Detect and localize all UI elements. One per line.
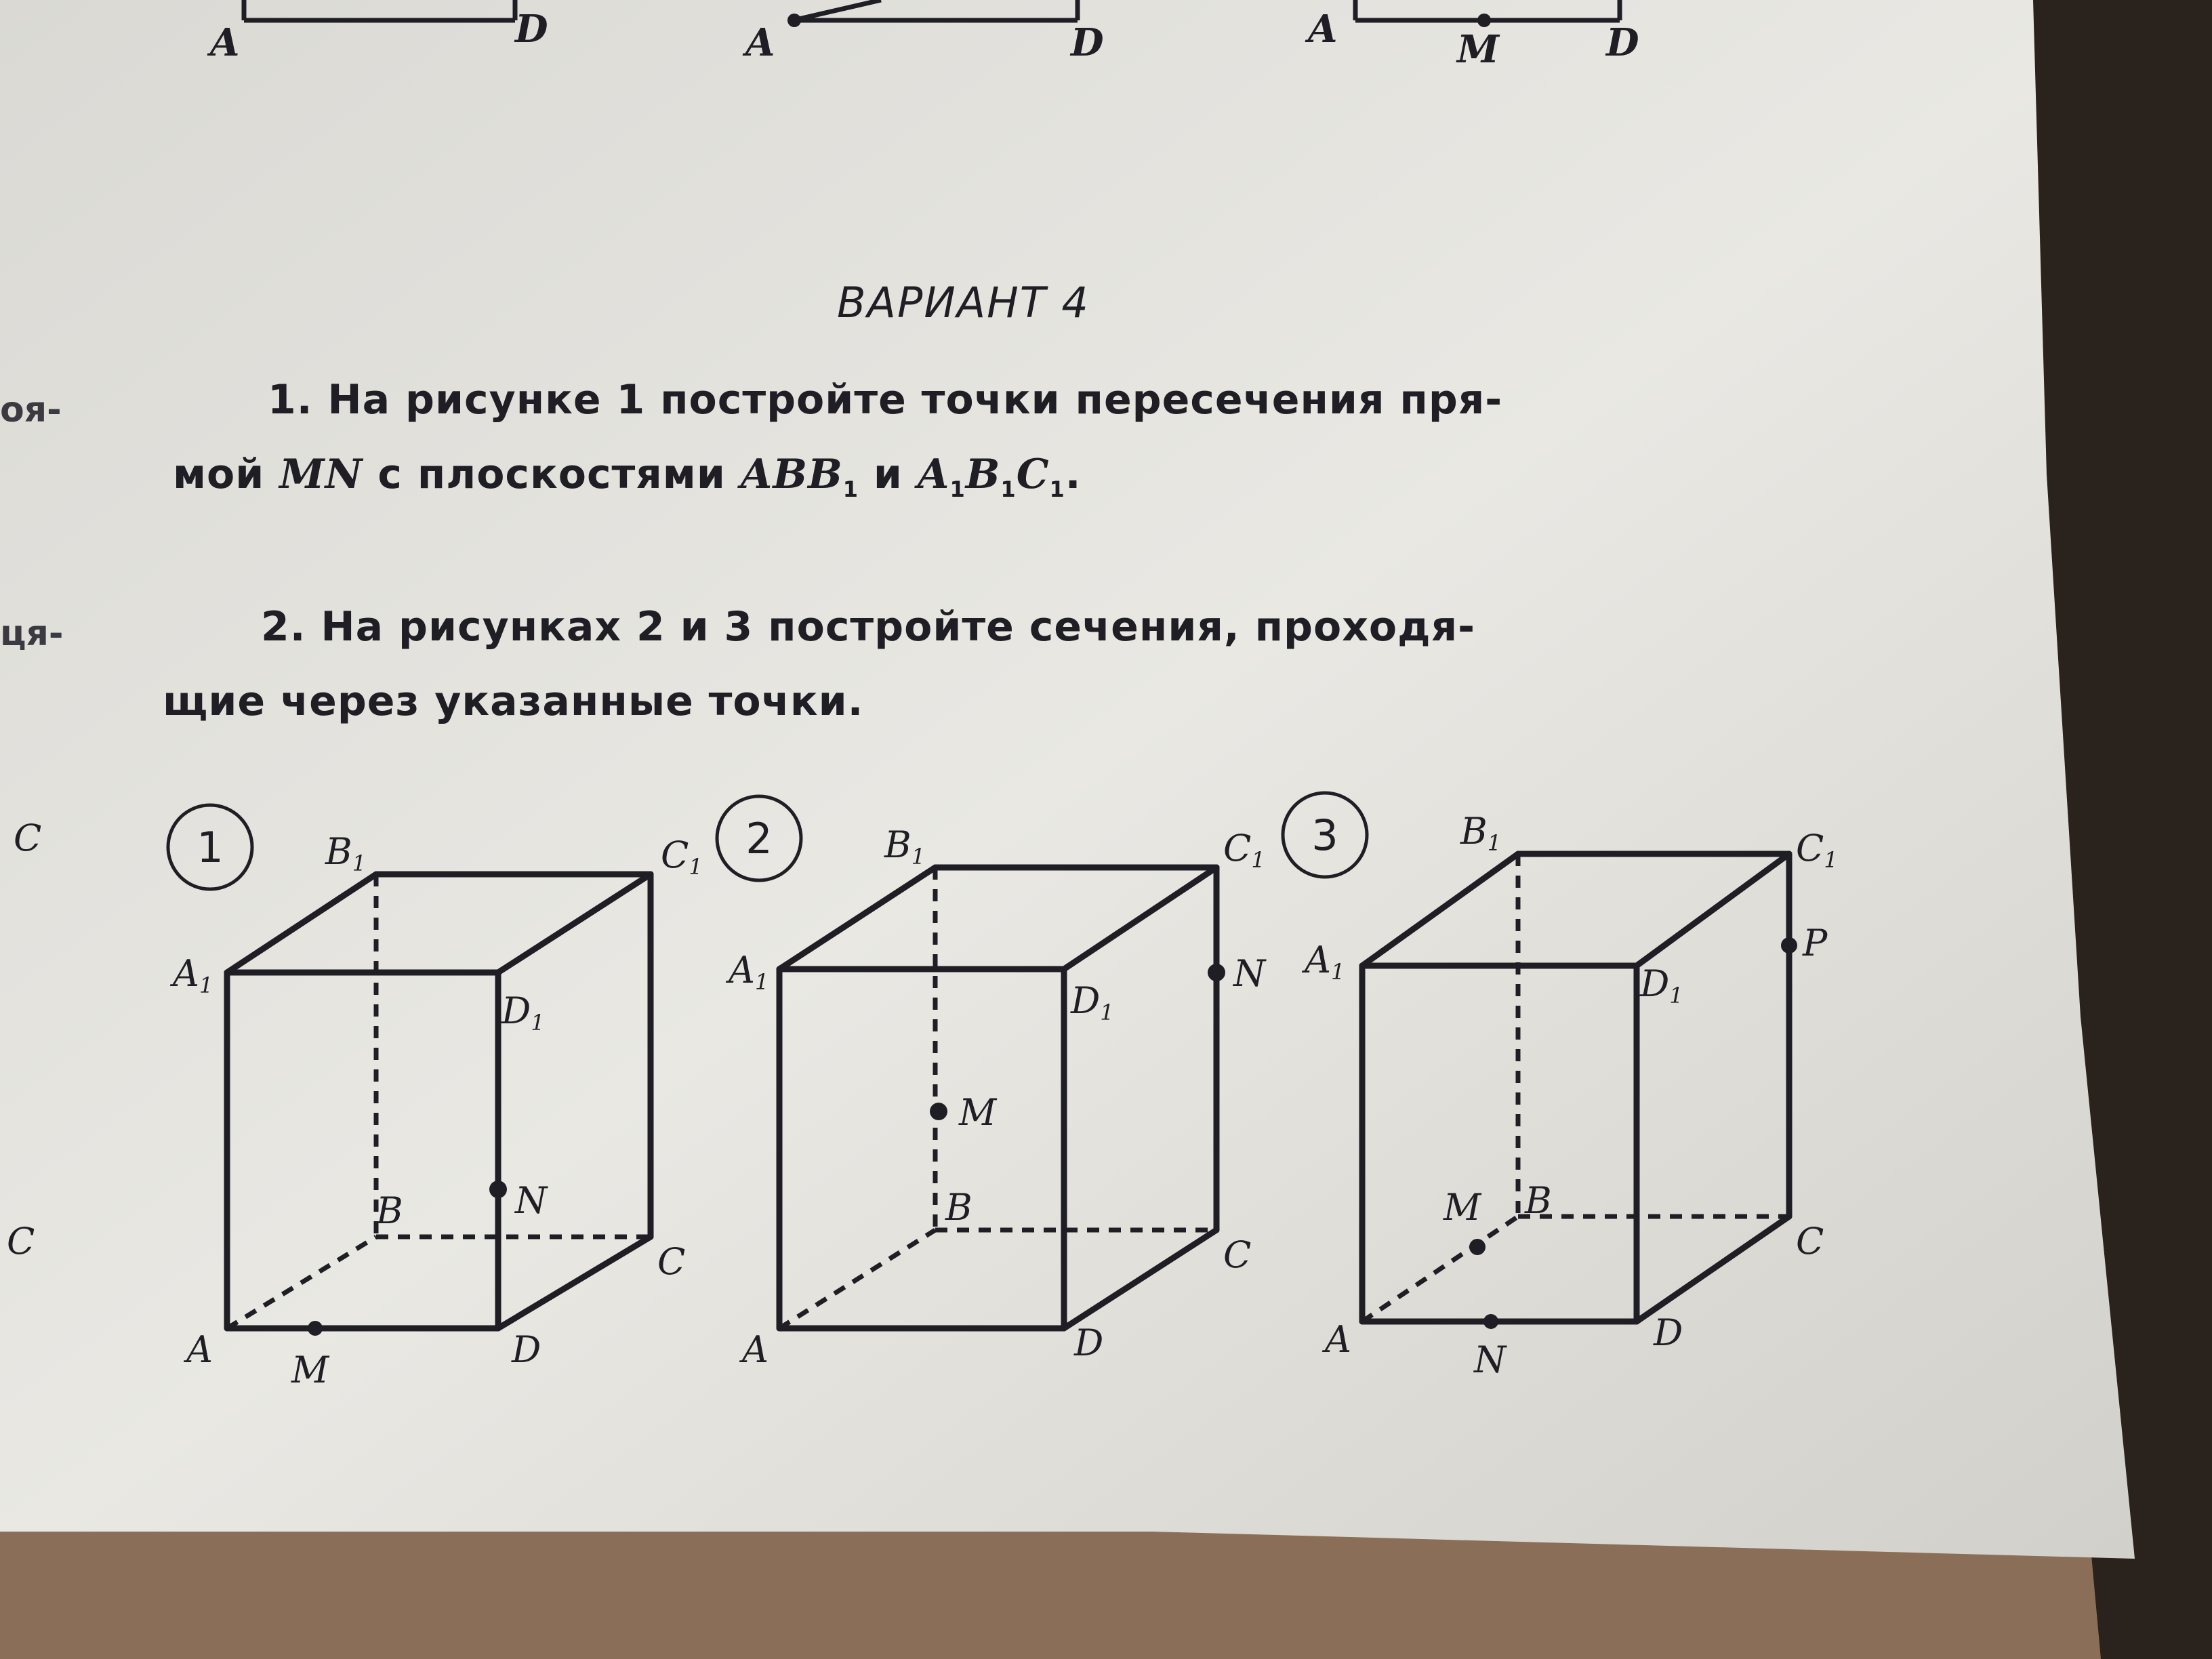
figure-1-label-m: M (291, 1349, 330, 1391)
figure-1-number-circle (166, 803, 254, 891)
figure-1-label-a: A (183, 1328, 213, 1371)
top-label-a1: A (210, 20, 240, 65)
figure-3-label-a: A (1322, 1318, 1351, 1361)
figure-2-point-m (930, 1103, 947, 1120)
figure-2-label-n: N (1232, 952, 1267, 995)
figure-2-label-b: B (945, 1186, 972, 1229)
figure-2-label-a: A (739, 1328, 769, 1371)
figure-3-label-c1: C1 (1796, 827, 1838, 873)
figure-2-label-c1: C1 (1223, 827, 1265, 873)
figure-2-number-circle (715, 794, 803, 882)
top-label-m3: M (1457, 27, 1499, 72)
figure-3-label-d1: D1 (1639, 962, 1683, 1008)
figure-3-label-m: M (1443, 1186, 1482, 1229)
figure-2-number: 2 (745, 814, 772, 863)
task-1-line-1: 1. На рисунке 1 постройте точки пересече… (268, 376, 1503, 424)
top-label-d1: D (515, 7, 548, 52)
figure-1-label-a1: A1 (169, 952, 213, 998)
figure-1-point-n (489, 1181, 507, 1198)
figure-2-label-d1: D1 (1070, 979, 1114, 1025)
left-edge-label-c-bottom: C (7, 1220, 35, 1263)
figure-1-point-m (308, 1321, 323, 1336)
variant-heading: ВАРИАНТ 4 (837, 278, 1090, 327)
figure-3-label-p: P (1802, 922, 1828, 964)
top-label-a3: A (1308, 7, 1338, 52)
figure-1: 1 A1 B1 C1 D1 A (166, 803, 703, 1391)
figure-2-label-c: C (1223, 1233, 1251, 1276)
figure-2-label-a1: A1 (725, 949, 769, 995)
margin-fragment-1: оя- (0, 390, 62, 430)
figure-3-point-m (1469, 1239, 1486, 1255)
left-edge-label-c-top: C (14, 817, 42, 859)
top-label-d2: D (1071, 20, 1104, 65)
figure-3-number-circle (1281, 791, 1369, 879)
figure-1-label-d: D (511, 1328, 541, 1371)
top-label-a2: A (745, 20, 775, 65)
figure-2-label-d: D (1073, 1322, 1103, 1364)
paper-sheet (0, 0, 2135, 1559)
figure-1-label-c1: C1 (661, 834, 703, 880)
task-2-line-2: щие через указанные точки. (163, 678, 864, 725)
figure-2-label-b1: B1 (884, 823, 925, 869)
margin-fragment-2: ця- (0, 613, 64, 654)
figure-3: 3 A1 B1 C1 D1 (1281, 791, 1838, 1381)
task-1-line-2: мой MN с плоскостями ABB1 и A1B1C1. (173, 451, 1082, 502)
figure-3-label-b1: B1 (1460, 810, 1501, 856)
figure-1-label-n: N (514, 1179, 548, 1222)
figure-1-number: 1 (197, 823, 223, 872)
figure-3-number: 3 (1311, 811, 1338, 860)
figure-2: 2 A1 B1 C1 D1 A (715, 794, 1267, 1371)
figure-1-label-c: C (657, 1240, 685, 1283)
figure-3-label-c: C (1796, 1220, 1824, 1263)
figure-3-label-d: D (1653, 1311, 1683, 1354)
figure-3-label-b: B (1524, 1179, 1552, 1222)
top-label-d3: D (1606, 20, 1639, 65)
figure-2-label-m: M (958, 1091, 998, 1134)
figure-1-label-b: B (375, 1189, 403, 1232)
figure-3-point-n (1483, 1314, 1498, 1329)
figure-3-label-a1: A1 (1301, 939, 1345, 985)
figure-1-label-b1: B1 (325, 830, 366, 876)
figure-3-point-p (1781, 937, 1797, 954)
task-2-line-1: 2. На рисунках 2 и 3 постройте сечения, … (261, 603, 1476, 651)
figure-2-point-n (1208, 964, 1225, 981)
figure-3-label-n: N (1473, 1338, 1507, 1381)
figure-1-label-d1: D1 (501, 989, 545, 1036)
